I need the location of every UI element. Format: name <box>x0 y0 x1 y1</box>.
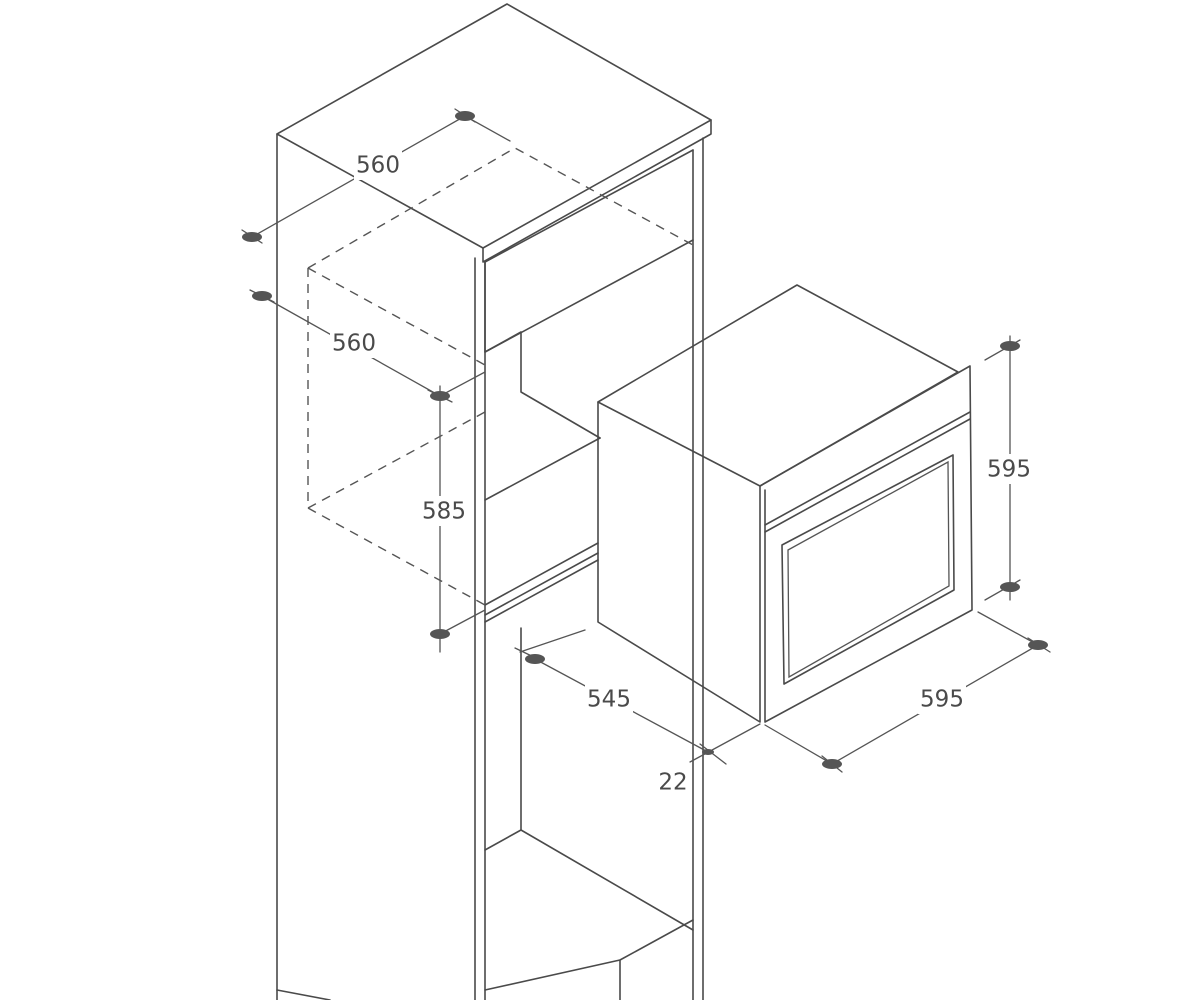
niche-height-label: 585 <box>422 499 466 525</box>
niche-shelf <box>484 542 599 616</box>
niche-outline <box>307 147 694 606</box>
dimension-lines <box>241 108 1051 773</box>
oven-side <box>597 401 761 723</box>
cabinet-top <box>276 3 712 249</box>
oven-door-window <box>781 454 955 685</box>
niche-depth-label: 560 <box>332 331 376 357</box>
cabinet-right-side <box>692 137 704 1000</box>
oven-depth-label: 545 <box>587 687 631 713</box>
oven-front-frame <box>759 365 973 723</box>
niche-width-label: 560 <box>356 153 400 179</box>
front-panel-label: 22 <box>658 770 687 796</box>
dimension-labels: 560 560 585 595 595 545 22 <box>330 150 1033 798</box>
oven <box>597 284 973 723</box>
lower-compartment <box>484 627 694 931</box>
cabinet-plinth <box>276 919 694 1000</box>
cabinet-front-edge <box>474 257 486 1000</box>
oven-width-label: 595 <box>920 687 964 713</box>
tall-cabinet <box>276 3 712 1000</box>
upper-compartment <box>484 149 694 353</box>
oven-height-label: 595 <box>987 457 1031 483</box>
oven-control-panel <box>764 411 971 533</box>
